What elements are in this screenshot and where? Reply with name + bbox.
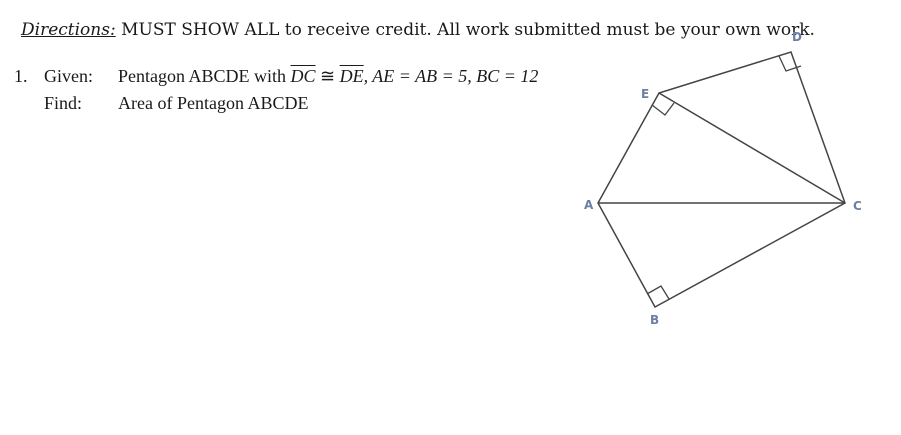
find-statement: Area of Pentagon ABCDE: [118, 93, 309, 113]
congruent-symbol: ≅: [315, 66, 340, 86]
right-angle-b: [646, 285, 670, 300]
diagonal-ec: [658, 92, 846, 204]
segment-de: DE: [339, 66, 364, 86]
find-label: Find:: [44, 93, 83, 113]
segment-dc: DC: [290, 66, 316, 86]
given-measures: , AE = AB = 5, BC = 12: [363, 66, 539, 86]
given-label: Given:: [44, 66, 93, 86]
problem-number: 1.: [14, 66, 28, 86]
label-c: C: [853, 199, 862, 213]
label-d: D: [792, 30, 802, 44]
directions-text: MUST SHOW ALL to receive credit. All wor…: [121, 20, 815, 40]
label-b: B: [650, 313, 659, 327]
given-statement: Pentagon ABCDE with DC ≅ DE, AE = AB = 5…: [118, 66, 538, 87]
pentagon-outline: [597, 51, 846, 309]
given-prefix: Pentagon ABCDE with: [118, 66, 291, 86]
label-e: E: [641, 87, 649, 101]
directions-label: Directions:: [21, 20, 116, 40]
label-a: A: [584, 198, 594, 212]
directions-line: Directions: MUST SHOW ALL to receive cre…: [21, 20, 815, 40]
right-angle-e: [651, 102, 675, 116]
right-angle-d: [778, 55, 802, 72]
